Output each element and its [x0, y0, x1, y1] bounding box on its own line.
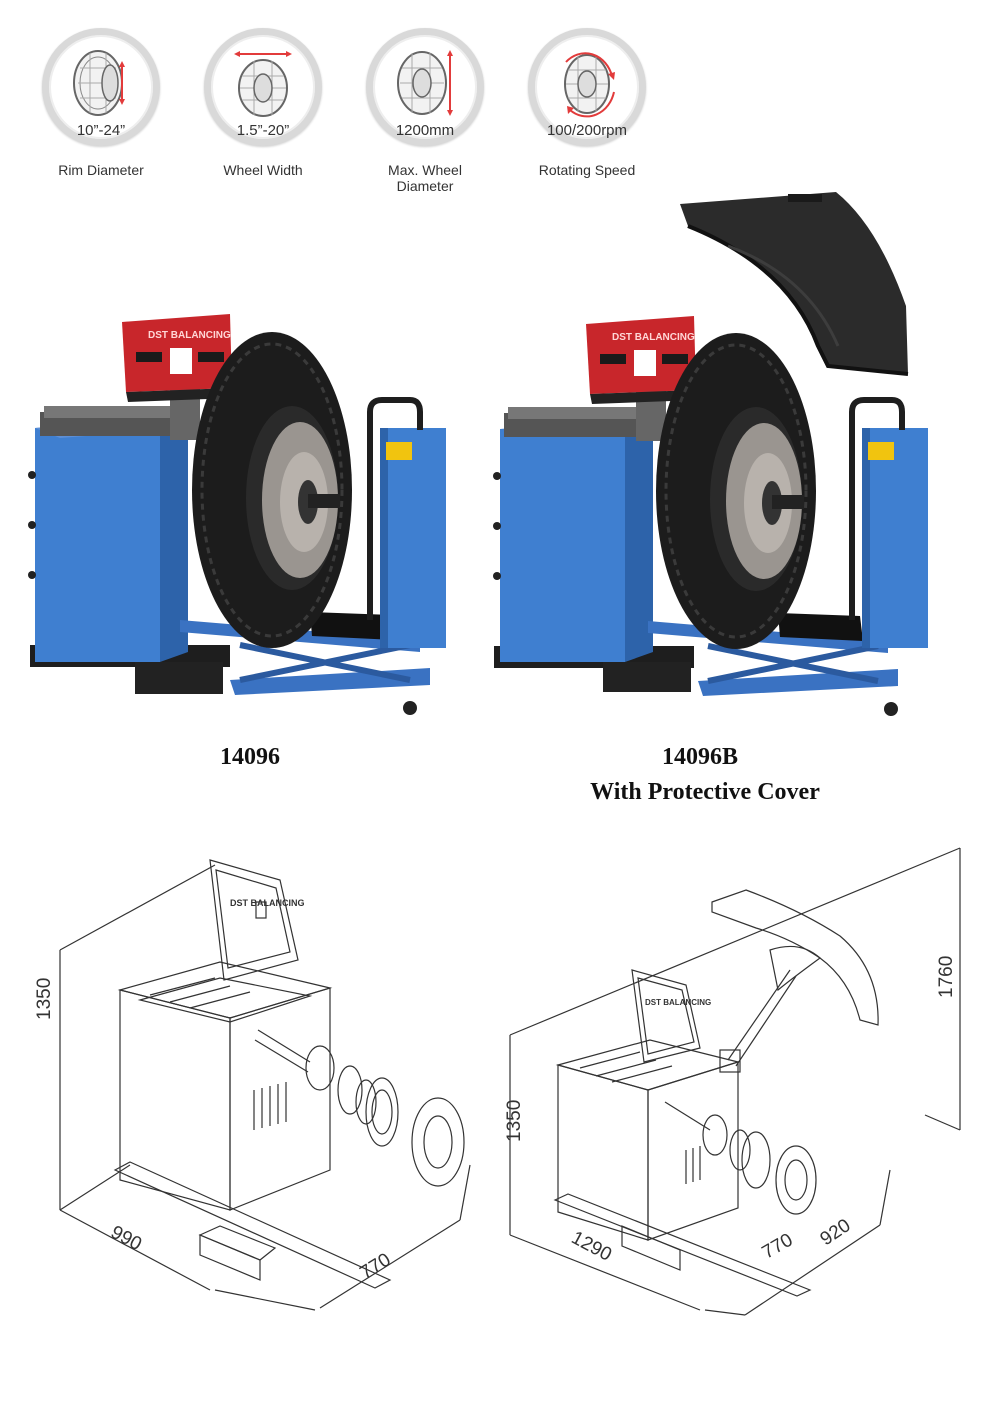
display-brand: DST BALANCING	[612, 332, 695, 343]
display-brand: DST BALANCING	[148, 330, 231, 341]
tire-rotation-icon	[564, 52, 615, 118]
spec-rim-diameter: 10”-24” Rim Diameter	[36, 28, 166, 188]
dimension-drawing-14096: DST BALANCING	[59, 859, 471, 1311]
spec-badge	[42, 28, 160, 146]
spec-max-wheel-diameter: 1200mm Max. Wheel Diameter	[360, 28, 490, 194]
spec-value: 100/200rpm	[546, 122, 628, 139]
spec-label: Max. Wheel Diameter	[388, 162, 462, 194]
drawing-display-brand: DST BALANCING	[645, 998, 711, 1007]
tire-diameter-icon	[397, 50, 453, 116]
dimension-height: 1350	[34, 977, 55, 1020]
spec-label: Rim Diameter	[58, 162, 144, 178]
spec-label: Wheel Width	[223, 162, 303, 178]
model-number: 14096B	[661, 744, 738, 770]
model-number: 14096	[220, 744, 280, 770]
dimension-drawing-14096b: DST BALANCING	[509, 847, 961, 1316]
drawing-display-brand: DST BALANCING	[230, 898, 305, 908]
spec-label: Rotating Speed	[538, 162, 636, 178]
dimension-cover-height: 1760	[936, 955, 957, 998]
tire-rim-icon	[73, 50, 125, 116]
spec-rotating-speed: 100/200rpm Rotating Speed	[522, 28, 652, 188]
machine-14096b-image: DST BALANCING	[493, 192, 928, 716]
spec-value: 1200mm	[395, 122, 455, 139]
spec-value: 10”-24”	[76, 122, 126, 139]
spec-badge	[528, 28, 646, 146]
dimension-height: 1350	[504, 1099, 525, 1142]
tire-width-icon	[234, 51, 292, 117]
spec-wheel-width: 1.5”-20” Wheel Width	[198, 28, 328, 188]
model-caption: With Protective Cover	[590, 779, 820, 805]
machine-14096-image: DST BALANCING	[28, 314, 446, 715]
spec-value: 1.5”-20”	[236, 122, 290, 139]
